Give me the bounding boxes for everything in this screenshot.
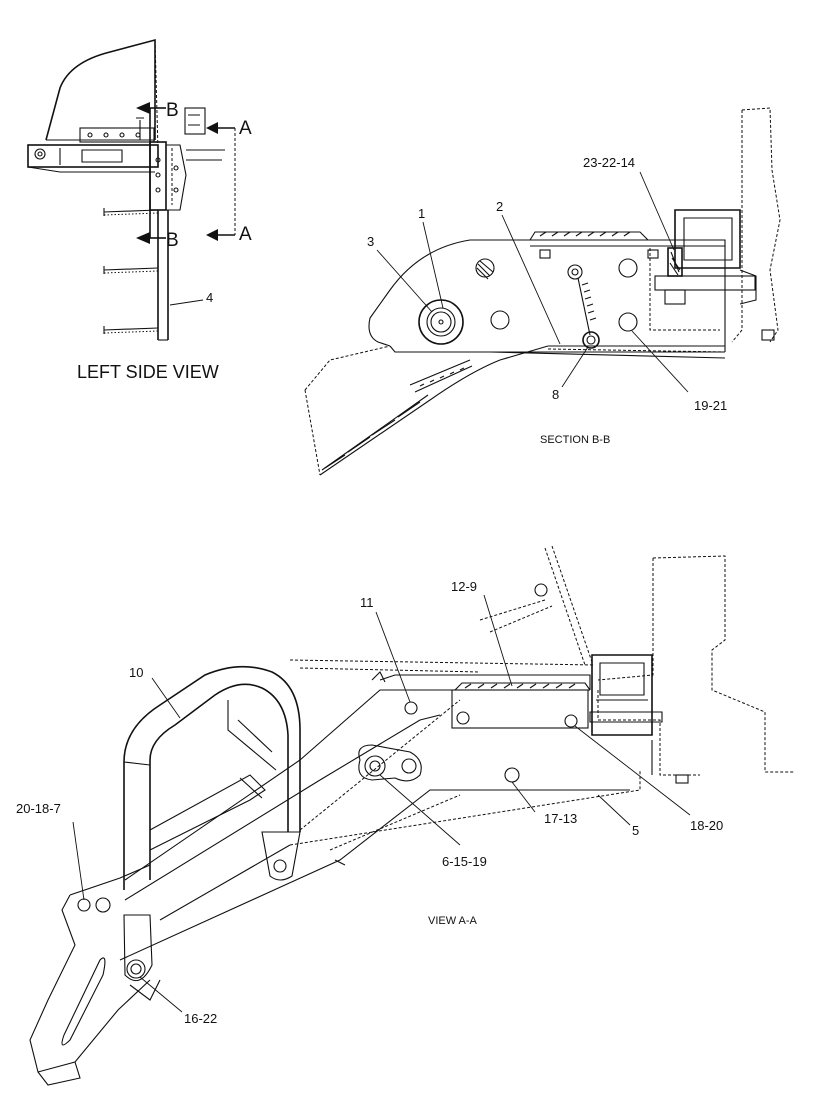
callout-17-13: 17-13 [544,811,577,826]
left-side-view: B B A A 4 LEFT SIDE VIEW [27,38,252,382]
view-aa-caption: VIEW A-A [428,915,478,927]
section-marker-a-bottom: A [239,224,252,245]
callout-19-21: 19-21 [694,398,727,413]
left-side-view-caption: LEFT SIDE VIEW [77,362,219,382]
callout-18-20: 18-20 [690,818,723,833]
section-bb-caption: SECTION B-B [540,434,610,446]
callout-2: 2 [496,199,503,214]
callout-16-22: 16-22 [184,1011,217,1026]
callout-5: 5 [632,823,639,838]
callout-1: 1 [418,206,425,221]
section-marker-a-top: A [239,118,252,139]
callout-12-9: 12-9 [451,579,477,594]
section-marker-b-top: B [166,100,179,121]
callout-4: 4 [206,290,213,305]
view-aa: 11 12-9 10 20-18-7 6-15-19 17-13 5 18-20… [16,545,795,1086]
callout-23-22-14: 23-22-14 [583,155,635,170]
callout-6-15-19: 6-15-19 [442,854,487,869]
callout-11: 11 [360,595,374,610]
section-marker-b-bottom: B [166,230,179,251]
callout-20-18-7: 20-18-7 [16,801,61,816]
section-bb-view: 1 3 2 23-22-14 8 19-21 SECTION B-B [304,107,781,476]
callout-8: 8 [552,387,559,402]
callout-3: 3 [367,234,374,249]
callout-10: 10 [129,665,143,680]
